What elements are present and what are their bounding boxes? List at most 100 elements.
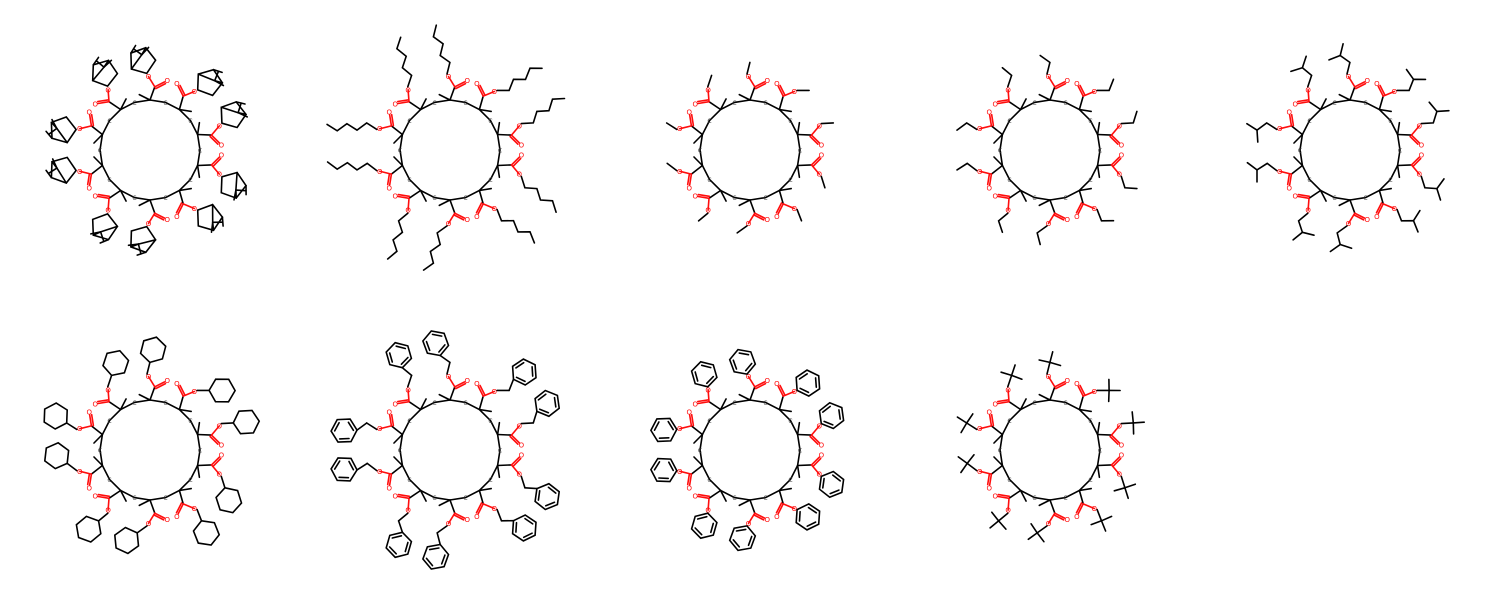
ring-atom-label: C	[788, 418, 792, 425]
ester-oxygen-label: O	[746, 73, 752, 81]
cyclohexane-ring	[192, 519, 221, 546]
ester-oxygen-label: O	[1005, 207, 1011, 215]
bond	[79, 470, 93, 475]
carbonyl-oxygen-label: O	[1119, 152, 1125, 160]
chain	[1420, 109, 1450, 125]
bond	[1378, 189, 1384, 205]
bond	[1412, 157, 1422, 168]
carbonyl-oxygen-label: O	[465, 216, 471, 224]
carbonyl-oxygen-label: O	[219, 142, 225, 150]
bond	[1412, 209, 1421, 222]
bond	[532, 410, 538, 424]
bond	[1354, 82, 1367, 90]
ester-oxygen-label: O	[446, 520, 452, 528]
carbonyl-oxygen-label: O	[686, 484, 692, 492]
bond	[747, 512, 756, 525]
bond	[97, 512, 109, 522]
ring-atom-label: C	[188, 477, 192, 484]
bond	[397, 512, 409, 522]
macrocycle-ring	[99, 99, 201, 201]
bond	[154, 512, 166, 519]
ring-atom-label: C	[407, 118, 411, 125]
ring-atom-label: C	[698, 448, 702, 455]
bond	[520, 475, 526, 489]
macrocycle-ring	[699, 399, 801, 501]
benzene-ring	[421, 543, 450, 570]
bond	[93, 156, 104, 167]
bond	[419, 189, 427, 202]
bond	[966, 453, 975, 465]
ring-atom-label: C	[488, 477, 492, 484]
bond	[138, 199, 151, 207]
bond	[667, 420, 675, 431]
carbonyl-oxygen-label: O	[165, 77, 171, 85]
chain	[956, 162, 978, 172]
bond	[1008, 489, 1022, 500]
carbonyl-oxygen-label: O	[1065, 377, 1071, 385]
ring-atom-label: C	[98, 448, 102, 455]
bond	[1078, 108, 1092, 113]
bond	[178, 408, 192, 413]
bond	[993, 456, 1004, 467]
bond	[1096, 464, 1101, 479]
bond	[1078, 187, 1092, 192]
ring-atom-label: C	[798, 448, 802, 455]
bond	[479, 84, 486, 96]
bond	[97, 100, 110, 105]
bond	[132, 48, 143, 56]
bond	[1038, 93, 1051, 101]
cyclohexane-ring	[208, 378, 237, 403]
ester-oxygen-label: O	[677, 425, 683, 433]
ester-oxygen-label: O	[817, 471, 823, 479]
carbonyl-oxygen-label: O	[86, 484, 92, 492]
bond	[666, 162, 678, 172]
bond	[478, 408, 493, 413]
bond	[997, 195, 1010, 200]
bond	[408, 100, 422, 111]
bond	[1379, 84, 1386, 96]
ester-oxygen-label: O	[1277, 168, 1283, 176]
carbonyl-oxygen-label: O	[519, 142, 525, 150]
bond	[508, 378, 515, 392]
bond	[799, 387, 810, 394]
bond	[538, 408, 550, 414]
bicyclic-ring	[130, 46, 157, 75]
bond	[1075, 502, 1083, 514]
bond	[1078, 489, 1084, 505]
chain	[997, 212, 1009, 234]
bond	[388, 546, 398, 555]
ring-atom-label: C	[1088, 118, 1092, 125]
bond	[91, 66, 105, 82]
bond	[447, 212, 456, 225]
ester-oxygen-label: O	[977, 168, 983, 176]
bond	[510, 434, 521, 444]
bond	[107, 89, 110, 103]
carbonyl-oxygen-label: O	[986, 484, 992, 492]
bicyclic-ring	[220, 100, 247, 129]
bond	[196, 164, 213, 167]
bond	[796, 121, 801, 136]
bond	[153, 214, 165, 221]
bond	[1096, 464, 1113, 467]
ring-atom-label: C	[1032, 495, 1036, 502]
bond	[1396, 164, 1401, 179]
ester-oxygen-label: O	[405, 386, 411, 394]
bond	[90, 125, 104, 136]
bond	[496, 464, 513, 467]
bond	[1038, 199, 1051, 207]
bond	[154, 381, 166, 388]
bond	[796, 208, 803, 222]
ring-atom-label: C	[1007, 477, 1011, 484]
bond	[798, 510, 801, 522]
bond	[520, 422, 535, 425]
ester-oxygen-label: O	[1092, 505, 1098, 513]
ring-atom-label: C	[707, 477, 711, 484]
carbonyl-oxygen-label: O	[1074, 213, 1080, 221]
ring-atom-label: C	[732, 100, 736, 107]
bicyclic-ring	[50, 156, 77, 184]
bond	[1132, 421, 1145, 424]
ester-oxygen-label: O	[105, 507, 111, 515]
ring-atom-label: C	[132, 400, 136, 407]
bond	[1078, 95, 1084, 111]
